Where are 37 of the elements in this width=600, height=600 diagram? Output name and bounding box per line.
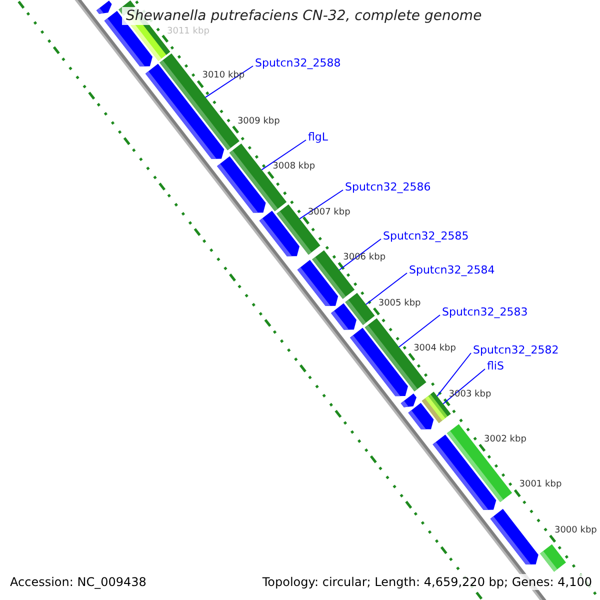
gene-block bbox=[259, 210, 300, 256]
gene-label: Sputcn32_2584 bbox=[409, 264, 495, 276]
gene-block bbox=[490, 508, 538, 564]
scale-label: 3007 kbp bbox=[308, 208, 350, 218]
scale-label: 3001 kbp bbox=[519, 480, 562, 490]
gene-block bbox=[540, 544, 566, 572]
scale-label: 3008 kbp bbox=[272, 162, 316, 172]
gene-label: Sputcn32_2585 bbox=[383, 230, 469, 242]
scale-label: 3005 kbp bbox=[378, 299, 421, 308]
leader-line bbox=[366, 272, 408, 305]
leader-line bbox=[398, 314, 440, 348]
scale-label: 3002 kbp bbox=[484, 436, 526, 444]
accession-note: Accession: NC_009438 bbox=[8, 574, 148, 590]
gene-block bbox=[350, 328, 408, 396]
leader-line bbox=[436, 352, 472, 397]
genome-summary: Topology: circular; Length: 4,659,220 bp; Genes: 4,100 bbox=[260, 574, 594, 590]
scale-label: 3011 kbp bbox=[167, 27, 210, 36]
gene-block bbox=[331, 303, 356, 330]
scale-label: 3000 kbp bbox=[554, 526, 597, 536]
gene-block bbox=[408, 402, 434, 430]
leader-line bbox=[299, 190, 344, 220]
scale-label: 3004 kbp bbox=[414, 344, 456, 354]
leader-line bbox=[205, 66, 254, 98]
gene-label: Sputcn32_2588 bbox=[255, 58, 341, 68]
gene-label: Sputcn32_2586 bbox=[345, 182, 431, 192]
gene-block bbox=[96, 0, 112, 14]
scale-label: 3009 kbp bbox=[237, 117, 280, 126]
gene-block bbox=[297, 260, 338, 306]
gene-label: flgL bbox=[308, 132, 328, 142]
leader-line bbox=[261, 140, 306, 170]
gene-label: Sputcn32_2583 bbox=[442, 306, 528, 318]
leader-line bbox=[442, 368, 486, 404]
gene-label: fliS bbox=[487, 360, 504, 372]
gene-label: Sputcn32_2582 bbox=[473, 344, 559, 356]
gene-block bbox=[400, 394, 416, 408]
gene-block bbox=[145, 64, 224, 159]
gene-block bbox=[217, 156, 266, 213]
